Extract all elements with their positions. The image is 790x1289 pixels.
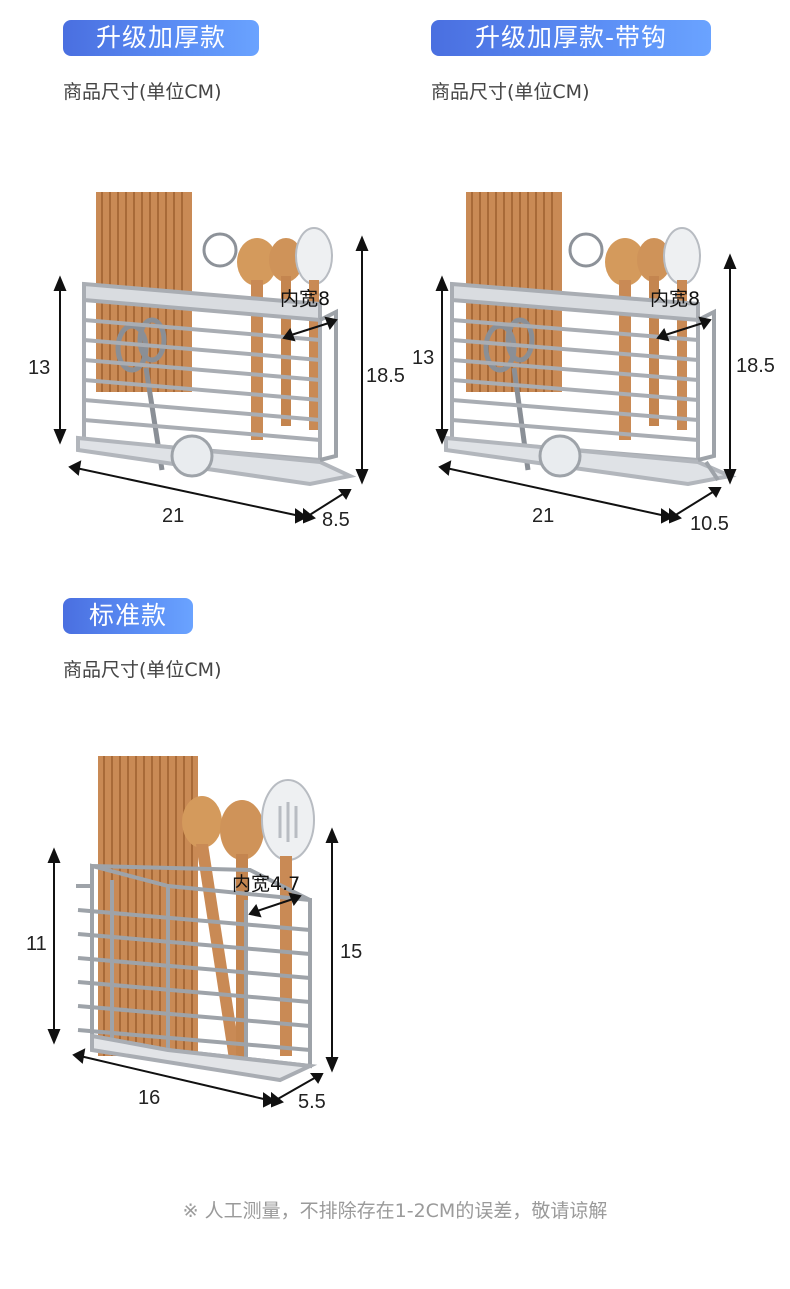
wooden-spoons-illustration [202,227,333,440]
product-figure-standard: 11 15 内宽4.7 16 5.5 [26,756,362,1113]
depth-label: 8.5 [322,509,350,531]
total-height-label: 18.5 [736,355,775,377]
product-subtitle-thick-hook: 商品尺寸(单位CM) [431,81,590,103]
ladle-illustration [170,434,214,478]
length-label: 16 [138,1087,160,1109]
dimension-arrows [53,235,369,524]
wire-basket-illustration [76,863,318,1083]
depth-label: 10.5 [690,513,729,535]
dimension-arrows [435,253,737,524]
wire-basket-illustration [444,281,737,487]
ladle-illustration [538,434,582,478]
product-figure-thick-hook: 13 18.5 内宽8 21 10.5 [412,192,775,535]
measurement-disclaimer: ※ 人工测量，不排除存在1-2CM的误差，敬请谅解 [182,1200,608,1222]
length-label: 21 [532,505,554,527]
product-badge-standard: 标准款 [63,598,193,634]
inner-width-label: 内宽8 [280,288,330,310]
product-badge-thick: 升级加厚款 [63,20,259,56]
wooden-spoons-illustration [182,779,315,1066]
height-label: 13 [412,347,434,369]
height-label: 11 [26,933,47,955]
height-label: 13 [28,357,50,379]
wooden-spoons-illustration [568,227,701,440]
wire-basket-illustration [76,281,357,487]
total-height-label: 18.5 [366,365,405,387]
product-figure-thick: 13 18.5 内宽8 21 8.5 [28,192,405,531]
product-subtitle-thick: 商品尺寸(单位CM) [63,81,222,103]
inner-width-label: 内宽8 [650,288,700,310]
product-subtitle-standard: 商品尺寸(单位CM) [63,659,222,681]
depth-label: 5.5 [298,1091,326,1113]
dimension-arrows [47,827,339,1108]
inner-width-label: 内宽4.7 [232,873,300,895]
product-badge-thick-hook: 升级加厚款-带钩 [431,20,711,56]
length-label: 21 [162,505,184,527]
total-height-label: 15 [340,941,362,963]
